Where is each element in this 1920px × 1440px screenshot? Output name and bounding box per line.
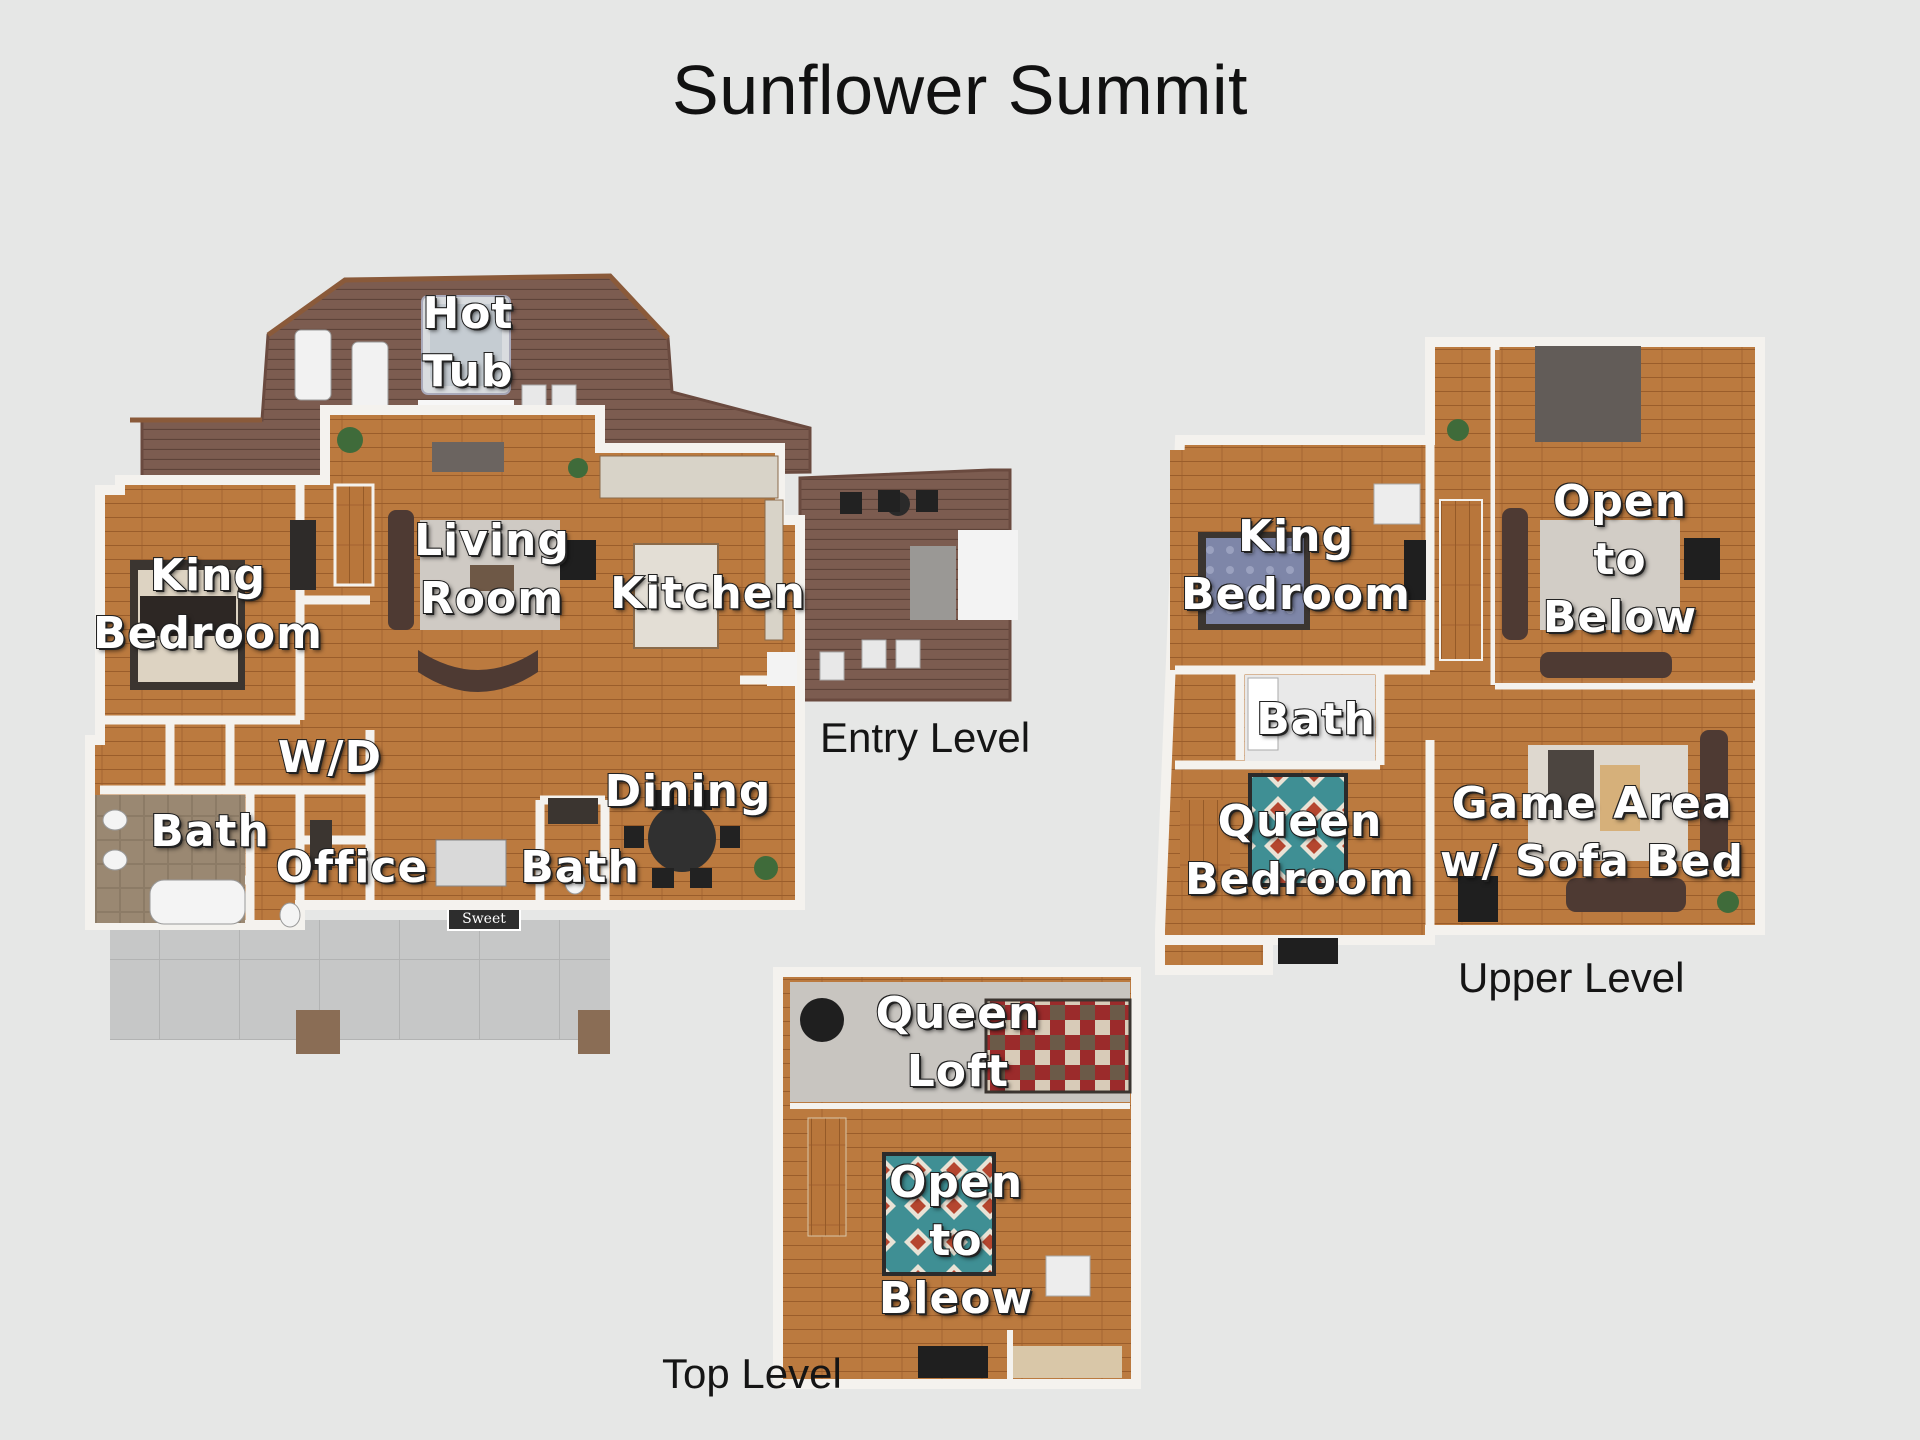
room-label-queen-bedroom: Queen Bedroom [1184,795,1415,906]
dining-table [648,804,716,872]
bed [1248,773,1348,887]
toilet [564,869,586,895]
level-label-entry: Entry Level [820,714,1031,761]
grill [910,546,956,620]
table [1600,765,1640,831]
dresser [290,520,316,590]
bed [882,1152,996,1276]
cabinet [918,1346,988,1378]
grill-cover [958,530,1018,620]
stairs [1439,499,1483,661]
room-label-king-bedroom-entry: King Bedroom [92,549,323,660]
desk [310,820,332,870]
ladder [807,1117,847,1237]
bed [984,998,1132,1094]
plant [1717,891,1739,913]
sofa [1566,878,1686,912]
armchair [1684,538,1720,580]
sofa [388,510,414,630]
reading-chair [1373,483,1421,525]
room-label-bath-entry-left: Bath [149,805,270,858]
room-label-living-room: Living Room [413,514,570,625]
room-label-bath-entry-center: Bath [519,841,640,894]
room-label-kitchen: Kitchen [609,567,806,620]
room-label-bath-upper: Bath [1255,693,1376,746]
shower [1247,677,1279,751]
bed [1206,538,1304,624]
page-title: Sunflower Summit [672,51,1248,129]
fireplace [432,442,504,472]
wall-shelf [1012,1346,1122,1378]
level-label-upper: Upper Level [1458,954,1685,1001]
stone-fireplace [1535,346,1641,442]
kitchen-counter [764,499,784,641]
kitchen-island [633,543,719,649]
room-label-dining: Dining [604,765,772,818]
entry-door [435,839,507,887]
chair [800,998,844,1042]
stairs [333,483,375,587]
room-label-queen-loft: Queen Loft [875,987,1041,1098]
reading-chair [1045,1255,1091,1297]
top-level-plan [773,967,1141,1389]
sofa [1502,508,1528,640]
entry-level-plan: Sweet [85,273,1018,1054]
dresser [1404,540,1426,600]
doormat-text: Sweet [462,911,506,927]
stairs [1180,800,1230,880]
toilet [279,902,301,928]
bathtub [149,879,246,925]
upper-rug [1540,520,1680,630]
armchair [560,540,596,580]
lounge-chair [351,341,389,413]
foosball-table [1548,750,1594,810]
plant [568,458,588,478]
cabinet [1278,938,1338,964]
plant [1447,419,1469,441]
lounge-chair [294,329,332,401]
plant [337,427,363,453]
room-label-king-bedroom-upper: King Bedroom [1180,510,1411,621]
kitchen-counter [599,455,779,499]
arcade-cabinet [1458,876,1498,922]
level-label-top: Top Level [662,1350,842,1397]
upper-interior-walls [1175,342,1755,935]
room-label-office: Office [275,841,429,894]
room-label-open-to-below-top: Open to Bleow [878,1156,1034,1325]
sofa-bed [1700,730,1728,870]
plant [754,856,778,880]
room-label-open-to-below-upper: Open to Below [1542,475,1698,644]
sofa [418,650,538,692]
room-label-wd: W/D [277,731,383,784]
coffee-table [470,565,514,591]
front-patio [110,920,610,1040]
sofa [1540,652,1672,678]
refrigerator [767,652,797,686]
upper-level-plan [1155,337,1765,975]
room-label-hot-tub: Hot Tub [421,287,514,398]
room-label-game-area: Game Area w/ Sofa Bed [1439,777,1744,888]
